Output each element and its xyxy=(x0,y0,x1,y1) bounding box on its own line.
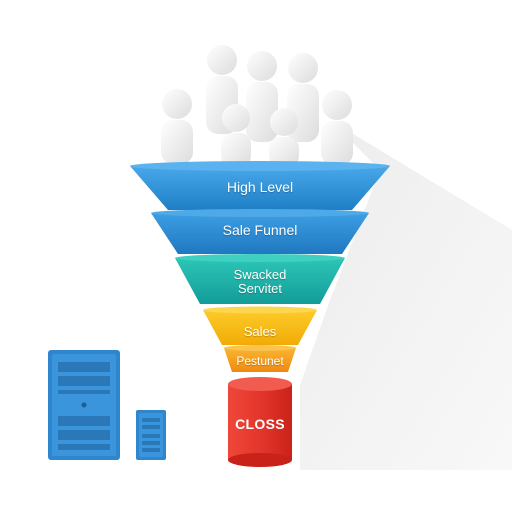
close-cylinder xyxy=(228,377,292,467)
funnel-stage-2 xyxy=(151,209,369,254)
funnel-stage-1 xyxy=(130,161,390,210)
server-tower-icon xyxy=(136,410,166,460)
person-figure-icon xyxy=(161,89,193,164)
funnel-stage-4 xyxy=(203,306,317,345)
person-figure-icon xyxy=(269,108,299,167)
person-figure-icon xyxy=(221,104,251,167)
person-figure-icon xyxy=(246,51,278,142)
people-group xyxy=(161,45,353,167)
long-shadow xyxy=(300,120,512,470)
stage-5-label: Pestunet xyxy=(236,354,284,368)
server-tower-icon xyxy=(48,350,120,460)
stage-3-label: Swacked Servitet xyxy=(233,267,287,297)
person-figure-icon xyxy=(321,90,353,165)
funnel-stage-3 xyxy=(175,254,345,304)
funnel-stage-5 xyxy=(224,345,296,372)
stage-2-label: Sale Funnel xyxy=(222,222,298,238)
close-label: CLOSS xyxy=(235,416,285,432)
stage-1-label: High Level xyxy=(226,179,294,195)
stage-4-label: Sales xyxy=(243,324,277,339)
